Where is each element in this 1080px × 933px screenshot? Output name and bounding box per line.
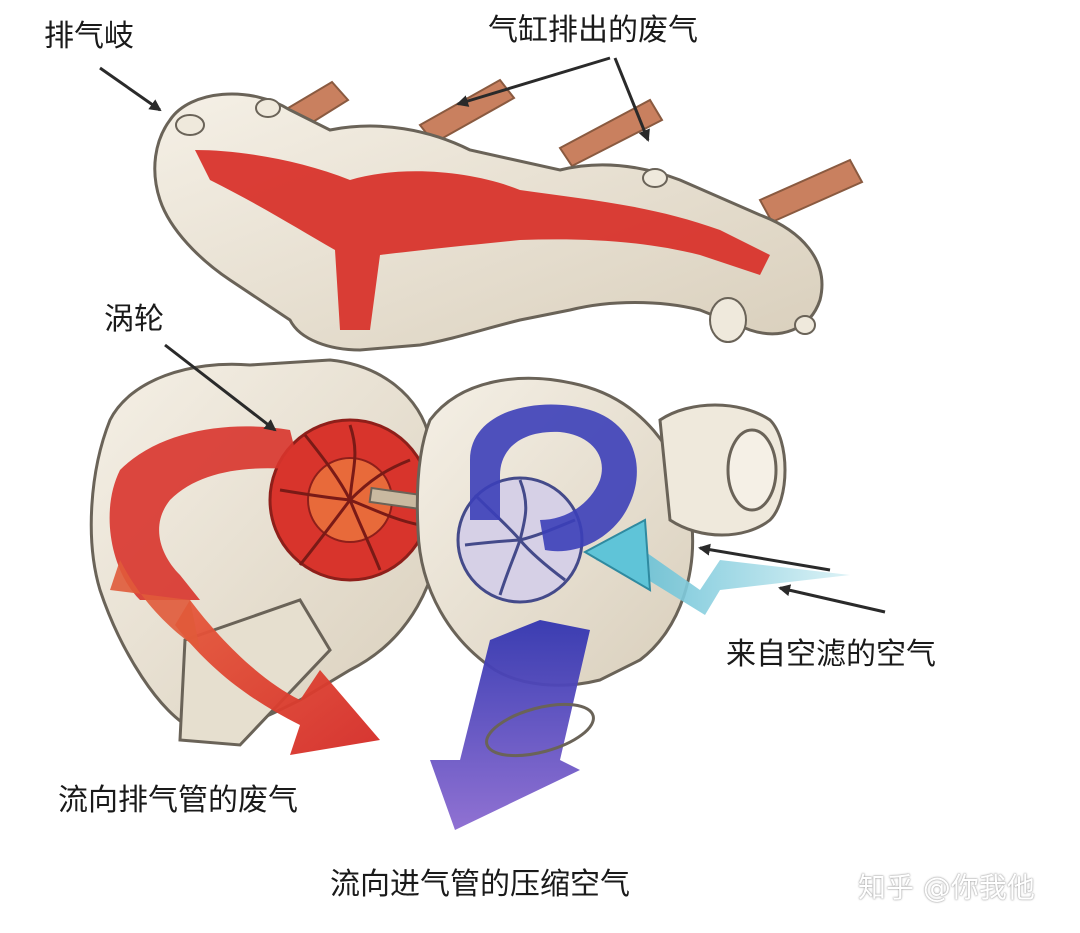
label-compressed-air-to-intake: 流向进气管的压缩空气	[330, 867, 630, 902]
arrow-pointer-icon	[778, 584, 886, 614]
exhaust-pipe-2	[418, 78, 516, 145]
exhaust-outflow-arrow	[110, 560, 380, 755]
manifold-bolt-3	[642, 168, 668, 188]
label-exhaust-manifold: 排气岐	[44, 19, 134, 54]
manifold-bolt-5	[794, 315, 816, 335]
air-intake-arrow	[582, 518, 850, 615]
label-air-from-filter: 来自空滤的空气	[726, 637, 936, 672]
arrow-pointer-icon	[456, 56, 611, 107]
compressed-air-outflow-arrow	[430, 620, 595, 830]
watermark: 知乎 @你我他	[858, 871, 1035, 904]
arrow-pointer-icon	[164, 343, 277, 432]
exhaust-pipe-4	[758, 158, 864, 224]
pointer-arrows	[99, 56, 886, 614]
arrow-pointer-icon	[613, 57, 650, 142]
compressor-housing	[415, 376, 787, 687]
compressor-inlet-mouth	[726, 428, 778, 512]
label-exhaust-to-pipe: 流向排气管的废气	[58, 783, 298, 818]
manifold-bolt-4	[709, 297, 747, 343]
manifold-bolt-2	[255, 98, 281, 118]
compressor-air-loop	[470, 404, 637, 552]
turbine-exhaust-swirl	[109, 426, 300, 600]
label-cylinder-exhaust: 气缸排出的废气	[488, 13, 698, 48]
manifold-bolt-1	[175, 114, 205, 136]
exhaust-manifold	[153, 92, 824, 352]
exhaust-pipe-3	[558, 98, 664, 168]
manifold-exhaust-flow	[195, 150, 770, 330]
turbine-blades	[279, 424, 421, 571]
arrow-pointer-icon	[99, 66, 162, 112]
label-turbine: 涡轮	[104, 302, 164, 337]
arrow-pointer-icon	[698, 543, 831, 572]
